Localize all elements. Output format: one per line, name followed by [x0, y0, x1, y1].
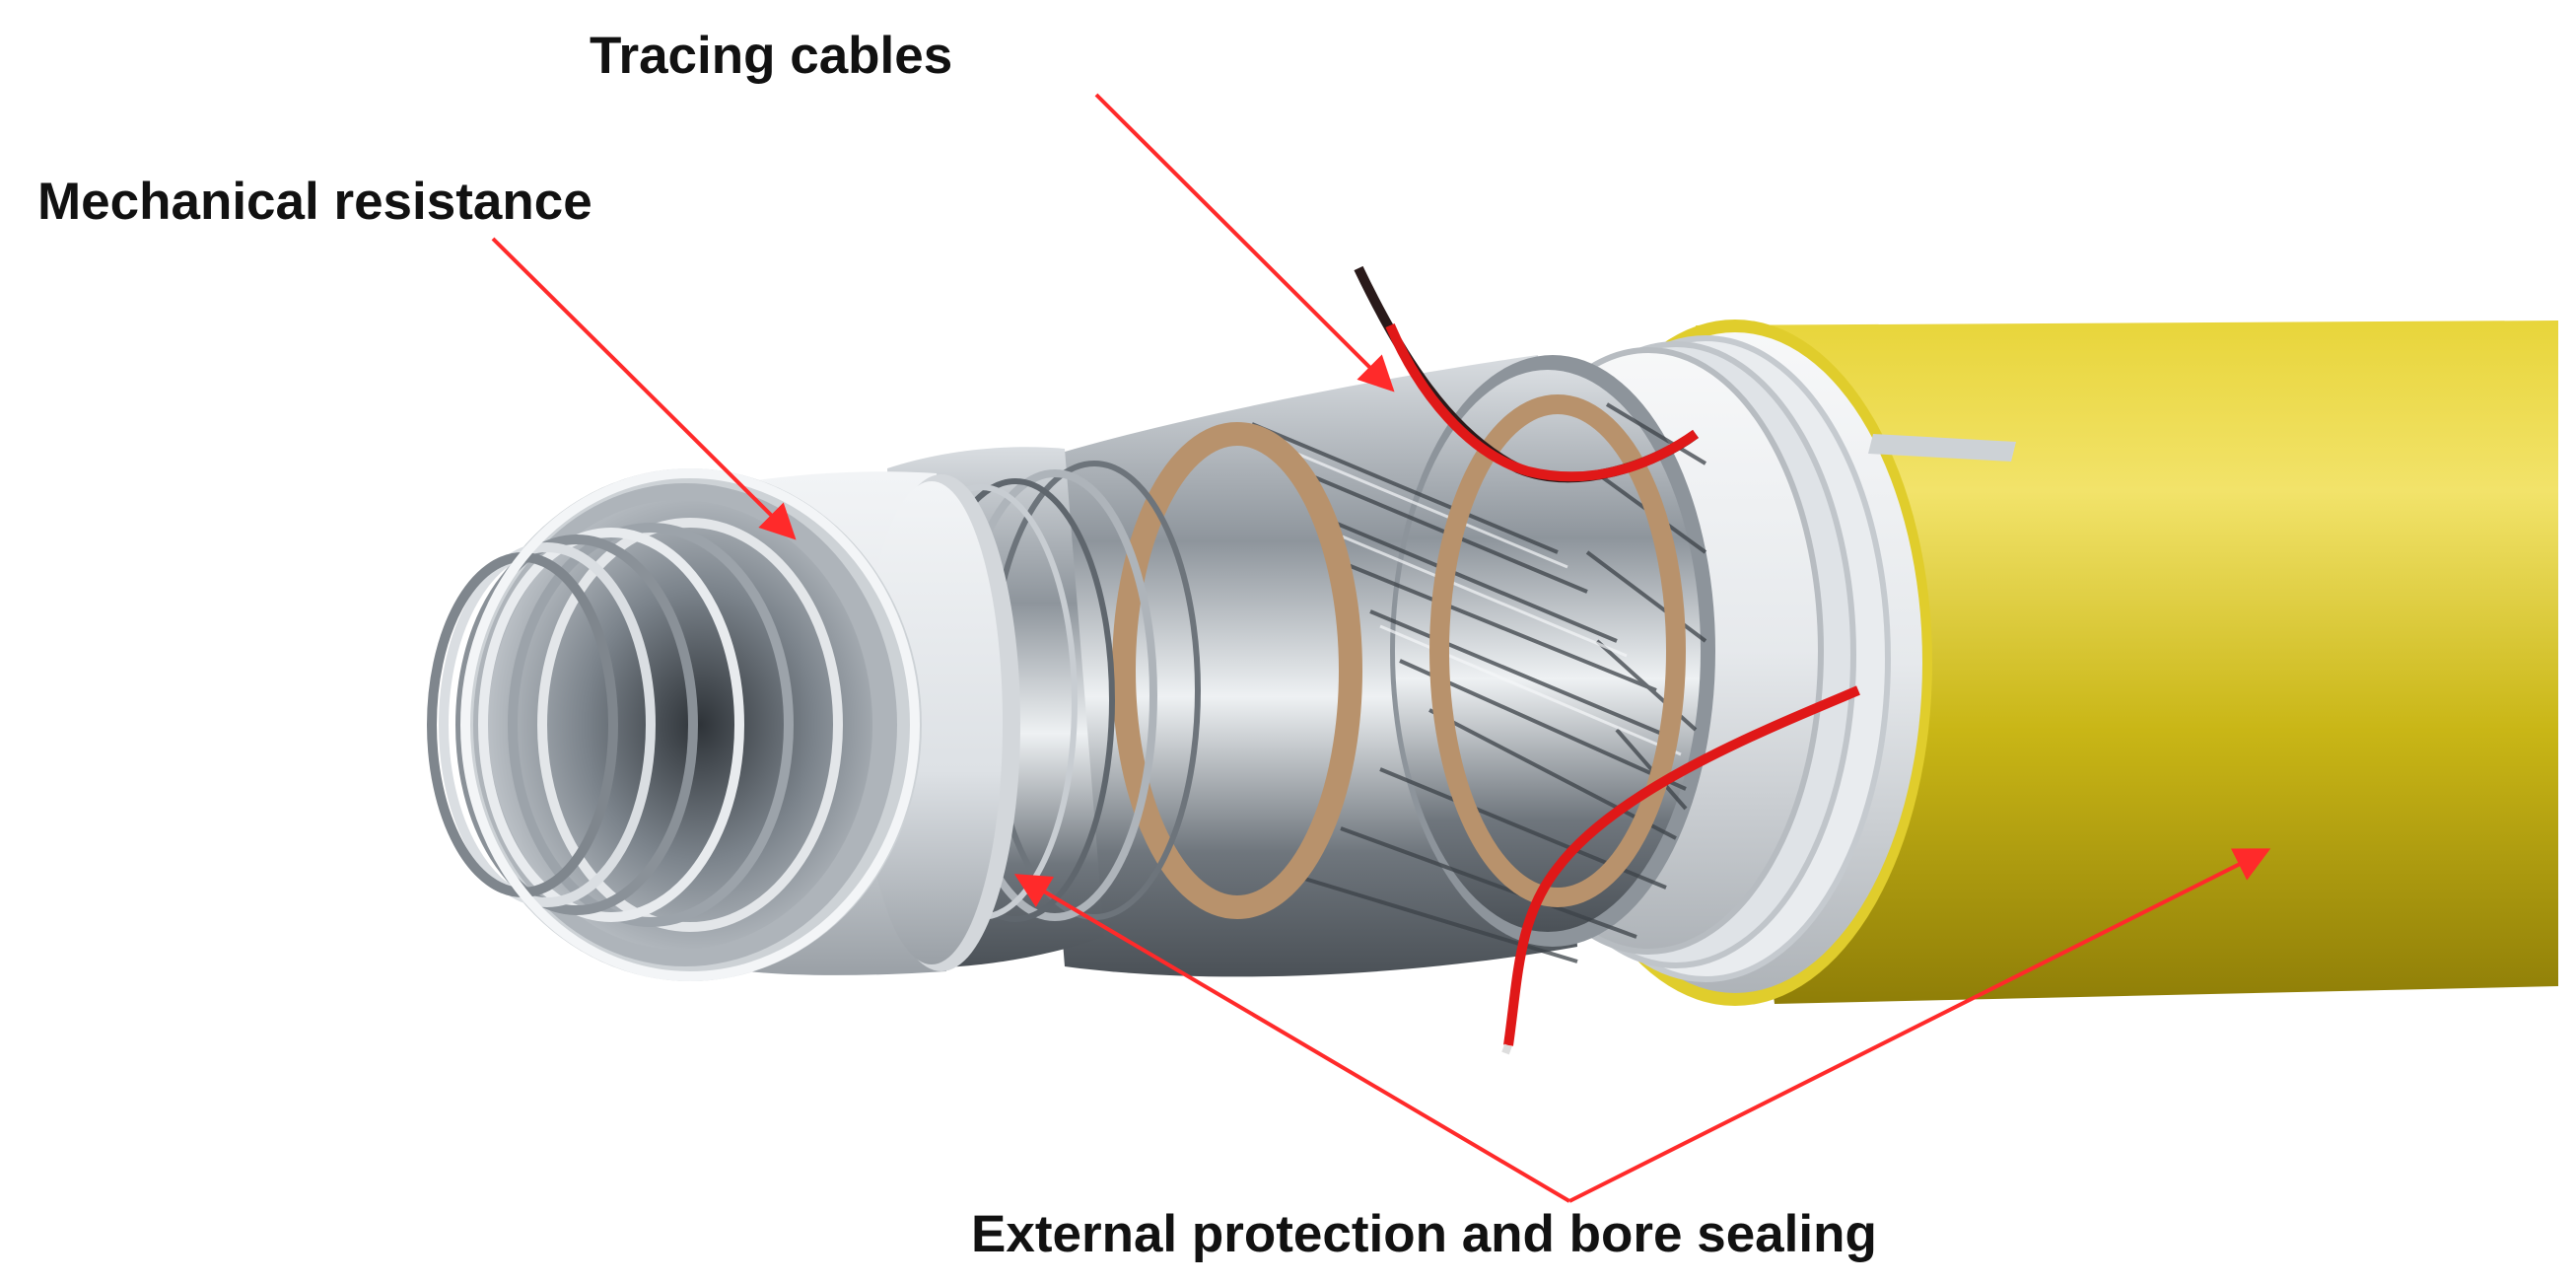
label-tracing-cables: Tracing cables	[590, 27, 953, 85]
label-mechanical-resistance: Mechanical resistance	[37, 173, 592, 231]
arrow-tracing-cables	[1094, 93, 1395, 392]
brown-tape-bands	[1112, 394, 1686, 919]
arrow-external-protection-outer	[1568, 848, 2271, 1203]
label-external-protection: External protection and bore sealing	[971, 1205, 1877, 1263]
pointer-arrows	[491, 93, 2271, 1203]
arrow-mechanical-resistance	[491, 237, 797, 540]
tracing-cable-wires	[1354, 265, 1860, 1055]
arrow-external-protection-inner	[1013, 874, 1571, 1203]
corrugated-carcass-bore	[427, 468, 922, 981]
